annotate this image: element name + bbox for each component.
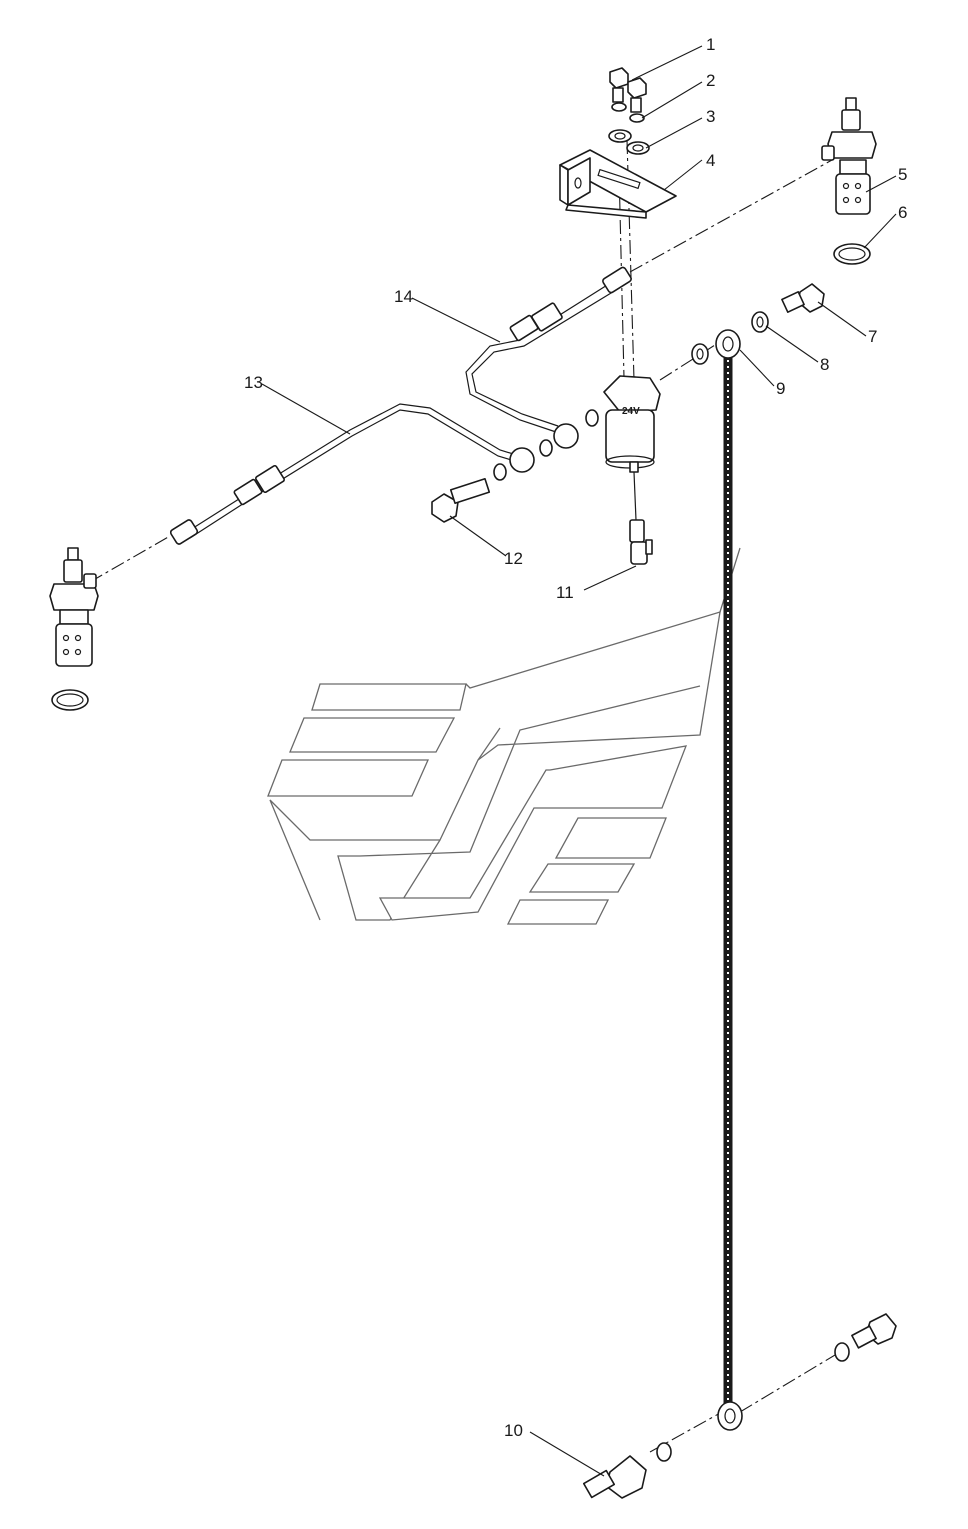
return-hose-9 — [715, 329, 743, 1431]
callout-10: 10 — [504, 1421, 523, 1440]
callout-labels: 1 2 3 4 5 6 7 8 9 10 11 12 13 14 — [244, 35, 907, 1440]
callout-4: 4 — [706, 151, 715, 170]
callout-13: 13 — [244, 373, 263, 392]
washer-9-left — [691, 343, 709, 365]
fuel-line-14 — [465, 266, 632, 457]
callout-5: 5 — [898, 165, 907, 184]
callout-6: 6 — [898, 203, 907, 222]
callout-2: 2 — [706, 71, 715, 90]
injector-5-left — [49, 547, 99, 667]
bolt-12 — [431, 477, 491, 523]
bolt-1 — [609, 67, 647, 113]
seal-ring-6-right — [833, 243, 871, 265]
fuel-line-13 — [169, 403, 535, 545]
banjo-bolt-7 — [781, 283, 825, 313]
callout-9: 9 — [776, 379, 785, 398]
callout-11: 11 — [556, 583, 574, 602]
leader-lines — [261, 45, 897, 1477]
callout-1: 1 — [706, 35, 715, 54]
solenoid-valve-11: 24V — [603, 375, 661, 565]
callout-8: 8 — [820, 355, 829, 374]
bracket-4 — [559, 149, 677, 219]
watermark-logo — [267, 547, 741, 925]
injector-5-right — [821, 97, 877, 215]
callout-7: 7 — [868, 327, 877, 346]
banjo-bolt-10 — [582, 1442, 672, 1499]
callout-14: 14 — [394, 287, 413, 306]
solenoid-voltage-mark: 24V — [622, 406, 640, 417]
seal-ring-6-left — [51, 689, 89, 711]
banjo-bolt-lower-right — [834, 1313, 897, 1362]
washer-2 — [611, 102, 645, 123]
washer-8 — [751, 311, 769, 333]
callout-3: 3 — [706, 107, 715, 126]
washer-3 — [608, 129, 650, 155]
callout-12: 12 — [504, 549, 523, 568]
